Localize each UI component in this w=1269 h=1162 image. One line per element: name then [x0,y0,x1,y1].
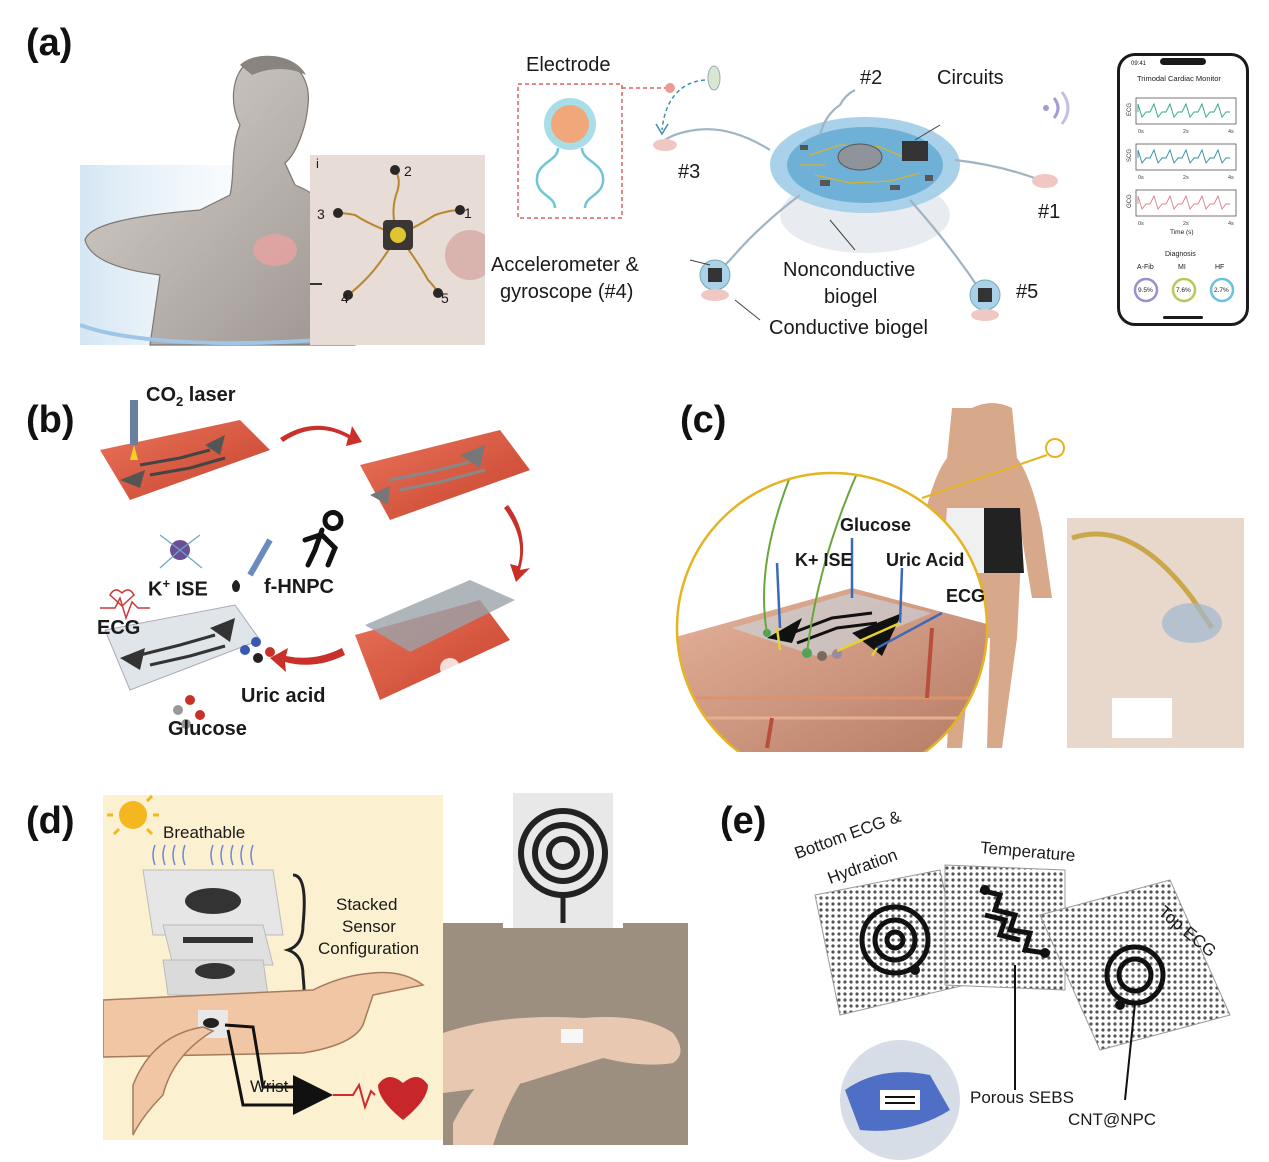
tick-label: 0s [1138,129,1144,135]
label-configuration: Configuration [318,939,420,958]
diag-mi-name: MI [1178,264,1186,271]
tick-label: 4s [1228,129,1234,135]
label-circuits: Circuits [937,67,1004,89]
label-co2-laser: CO2 laser [146,384,236,409]
electrode-diagram [517,83,675,219]
plot-box-ecg [1135,97,1237,125]
electrode-pointer-arrow [655,65,721,136]
plot-label-gcg: GCG [1127,194,1133,208]
panel-e-label: (e) [720,800,767,842]
diag-mi-ring [1171,277,1197,303]
signal-trace-ecg [1137,102,1230,118]
electrode-label: Electrode [526,54,611,76]
phone-home-bar [1163,316,1203,319]
label-nonconductive-2: biogel [824,286,878,308]
inset-number-5: 5 [441,290,449,306]
diag-hf-ring [1209,277,1235,303]
label-breathable: Breathable [163,823,246,842]
tick-label: 2s [1183,175,1189,181]
tick-label: 0s [1138,221,1144,227]
inset-number-2: 2 [404,163,412,179]
panel-c-label: (c) [680,399,727,441]
label-n5: #5 [1016,281,1039,303]
diag-afib-name: A-Fib [1137,264,1154,271]
label-f-hnpc: f-HNPC [264,576,334,598]
label-n3: #3 [678,161,701,183]
label-porous-sebs: Porous SEBS [970,1088,1074,1107]
diag-afib-value: 9.5% [1138,287,1153,294]
laser-process-diagram [100,400,530,729]
label-cnt-npc: CNT@NPC [1068,1110,1157,1129]
label-k-ise: K+ ISE [148,576,208,601]
diagnosis-rings [1133,277,1235,303]
signal-trace-gcg [1137,194,1230,210]
phone-time: 09:41 [1131,61,1147,67]
phone-notch [1160,58,1206,65]
tick-label: 2s [1183,221,1189,227]
label-glucose-b: Glucose [168,718,247,740]
plot-box-scg [1135,143,1237,171]
inset-number-1: 1 [464,205,472,221]
label-n2: #2 [860,67,883,89]
stacked-sensor-layers-diagram [814,864,1231,1160]
tick-label: 4s [1228,221,1234,227]
phone-app-title: Trimodal Cardiac Monitor [1137,74,1221,83]
label-n1: #1 [1038,201,1061,223]
label-accelerometer-1: Accelerometer & [491,254,639,276]
wrist-photo [443,793,688,1145]
label-k-ise-c: K+ ISE [795,550,853,570]
label-conductive-biogel: Conductive biogel [769,317,928,339]
athlete-illustration [80,55,461,346]
label-nonconductive-1: Nonconductive [783,259,916,281]
panel-b-label: (b) [26,399,75,441]
label-glucose-c: Glucose [840,515,912,535]
label-ecg-b: ECG [97,617,141,639]
diag-hf-value: 2.7% [1214,287,1229,294]
panel-d-label: (d) [26,800,75,842]
inset-label-i: i [316,156,319,171]
inset-number-4: 4 [341,290,349,306]
label-wrist: Wrist [250,1077,289,1096]
tick-label: 4s [1228,175,1234,181]
tick-label: 2s [1183,129,1189,135]
inset-photo [310,155,485,345]
label-stacked: Stacked [336,895,398,914]
breathable-sensor-diagram [103,795,443,1140]
device-diagram [653,89,1058,321]
wireless-signal-icon [1043,91,1070,125]
phone-xlabel: Time (s) [1170,229,1194,236]
sweat-sensor-diagram [675,403,1244,752]
label-sensor: Sensor [342,917,396,936]
plot-label-scg: SCG [1127,149,1133,162]
label-accelerometer-2: gyroscope (#4) [500,281,634,303]
signal-trace-scg [1137,148,1230,164]
diag-mi-value: 7.6% [1176,287,1191,294]
label-ecg-c: ECG [946,586,986,606]
inset-number-3: 3 [317,206,325,222]
plot-box-gcg [1135,189,1237,217]
phone-diagnosis-title: Diagnosis [1165,251,1196,258]
diag-hf-name: HF [1215,264,1225,271]
label-uric-acid-b: Uric acid [241,685,326,707]
label-uric-acid-c: Uric Acid [886,550,965,570]
tick-label: 0s [1138,175,1144,181]
panel-a-label: (a) [26,22,73,64]
diag-afib-ring [1133,277,1159,303]
plot-label-ecg: ECG [1127,103,1133,116]
